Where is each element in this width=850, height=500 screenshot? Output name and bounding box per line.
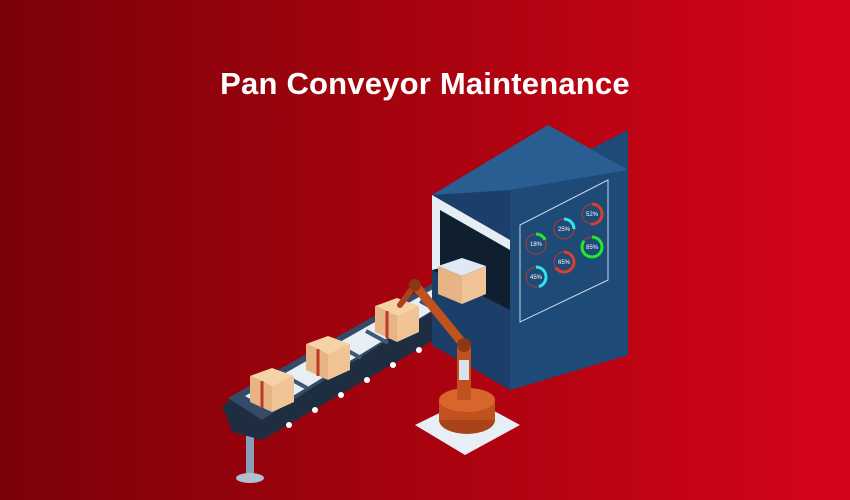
- gauge: 45%: [524, 265, 548, 289]
- gauge-label: 85%: [586, 245, 599, 251]
- page-title: Pan Conveyor Maintenance: [220, 66, 630, 101]
- gauge-fill: [524, 232, 548, 256]
- gauge: 25%: [552, 217, 576, 241]
- gauge-label: 65%: [558, 260, 571, 266]
- gauge-label: 18%: [530, 242, 543, 248]
- gauge-fill: [580, 235, 604, 259]
- cardboard-boxes: [250, 258, 486, 412]
- gauge: 65%: [552, 250, 576, 274]
- gauge-label: 45%: [530, 275, 543, 281]
- gauge-fill: [524, 265, 548, 289]
- gauge-label: 25%: [558, 227, 571, 233]
- gauge: 52%: [580, 202, 604, 226]
- conveyor-leg: [246, 430, 254, 475]
- gauge: 18%: [524, 232, 548, 256]
- gauge-fill: [552, 250, 576, 274]
- gauge-panel: 18% 25% 52% 45% 65% 85%: [524, 202, 604, 289]
- gauge: 85%: [580, 235, 604, 259]
- gauge-label: 52%: [586, 212, 599, 218]
- gauge-fill: [552, 217, 576, 241]
- robot-arm: [397, 279, 520, 455]
- inspection-machine: [432, 125, 628, 390]
- gauge-fill: [580, 202, 604, 226]
